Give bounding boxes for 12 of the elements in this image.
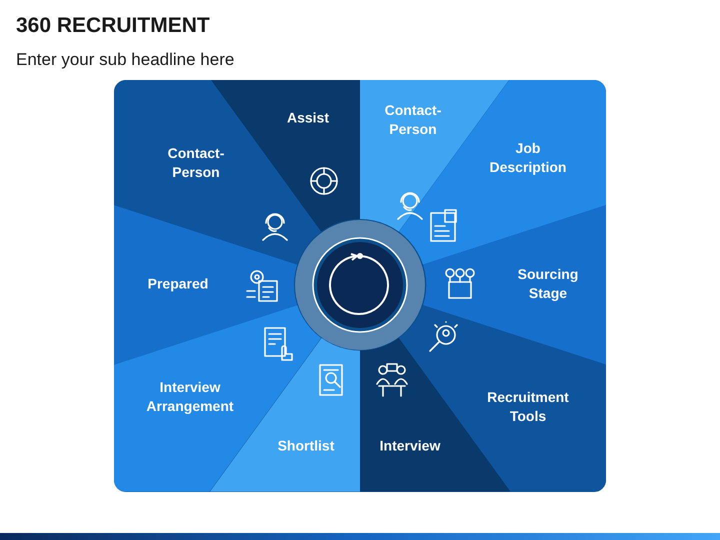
sector-label: Shortlist [276,436,336,456]
subtitle: Enter your sub headline here [16,50,234,70]
sector-label: Sourcing Stage [516,264,580,303]
sector-label: Interview [378,436,442,456]
sector-label: Assist [286,108,330,128]
sector-label: Contact-Person [166,144,226,182]
sector-label: Prepared [146,274,210,294]
sector-label: Contact-Person [384,101,442,139]
title: 360 RECRUITMENT [16,14,210,38]
sector-label: Job Description [488,139,568,177]
sector-label: Recruitment Tools [486,388,570,426]
sector-label: Interview Arrangement [145,378,235,416]
